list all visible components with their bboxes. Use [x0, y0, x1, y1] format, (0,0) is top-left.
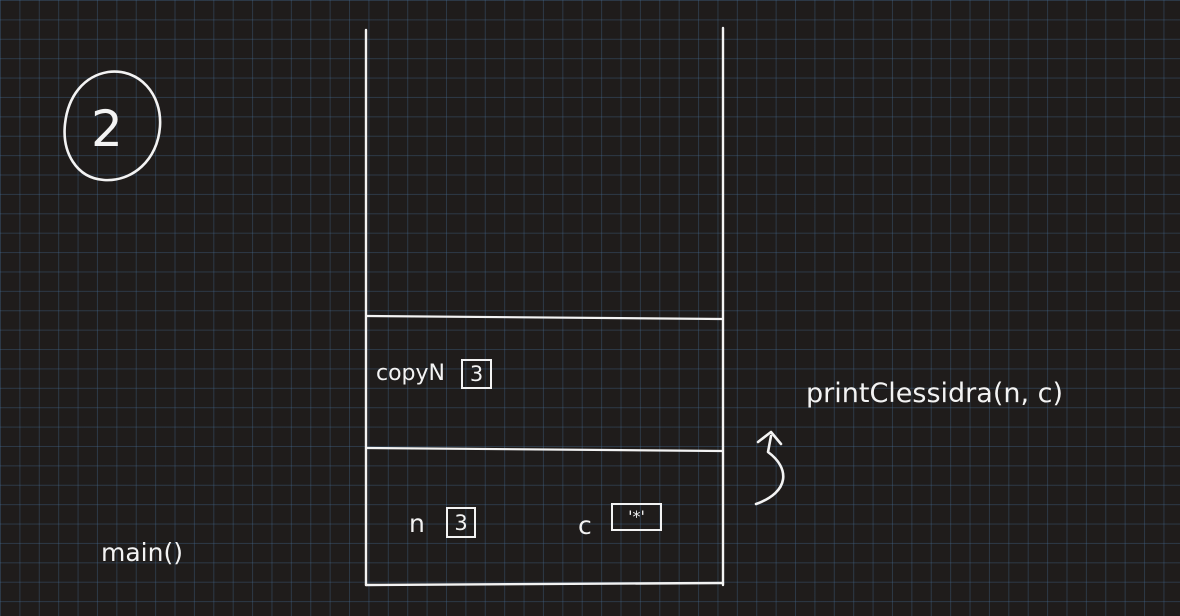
frame-divider-middle — [365, 446, 724, 453]
printclessidra-call-label: printClessidra(n, c) — [806, 378, 1064, 409]
step-circle — [63, 70, 162, 182]
copyn-value-box: 3 — [461, 359, 492, 389]
c-value-box: '*' — [611, 503, 662, 531]
step-number: 2 — [91, 100, 123, 158]
call-arrow-head — [756, 430, 783, 446]
n-label: n — [409, 509, 425, 538]
copyn-label: copyN — [376, 361, 445, 386]
stack-bottom-line — [364, 581, 725, 587]
call-arrow — [754, 434, 785, 506]
c-label: c — [578, 511, 592, 540]
main-call-label: main() — [101, 538, 183, 567]
frame-divider-top — [365, 314, 724, 321]
n-value-box: 3 — [446, 507, 476, 538]
